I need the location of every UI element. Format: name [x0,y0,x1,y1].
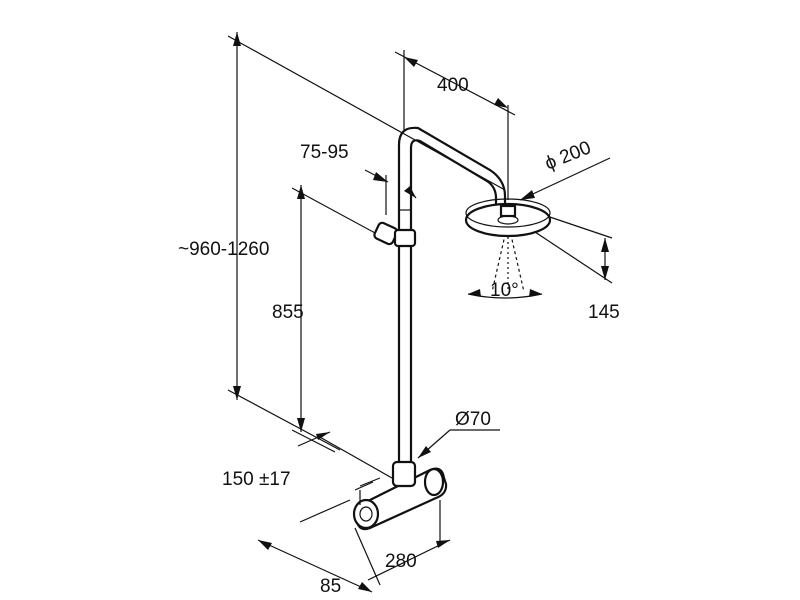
total-height-label: ~960-1260 [178,239,269,260]
pipe-diameter-label: Ø70 [455,409,491,430]
holder-height-dimension [291,185,389,453]
pipe-diameter-leader [417,429,500,459]
thermostat-valve [352,460,448,531]
holder-height-label: 855 [272,302,304,323]
shower-head [464,198,552,238]
arm-length-label: 400 [437,75,469,96]
head-diameter-dimension [519,157,611,201]
bottom-dimensions [257,499,451,593]
wall-distance-label: 150 ±17 [222,469,291,490]
arm-length-dimension [394,50,516,200]
spray-angle-label: 10° [490,280,519,301]
head-height-label: 145 [588,302,620,323]
wall-distance-dimension [297,431,393,487]
outlet-depth-label: 85 [320,576,341,597]
holder-range-label: 75-95 [300,142,349,163]
valve-width-label: 280 [385,551,417,572]
hand-shower-holder [373,221,417,248]
holder-range-dimension [364,169,417,215]
